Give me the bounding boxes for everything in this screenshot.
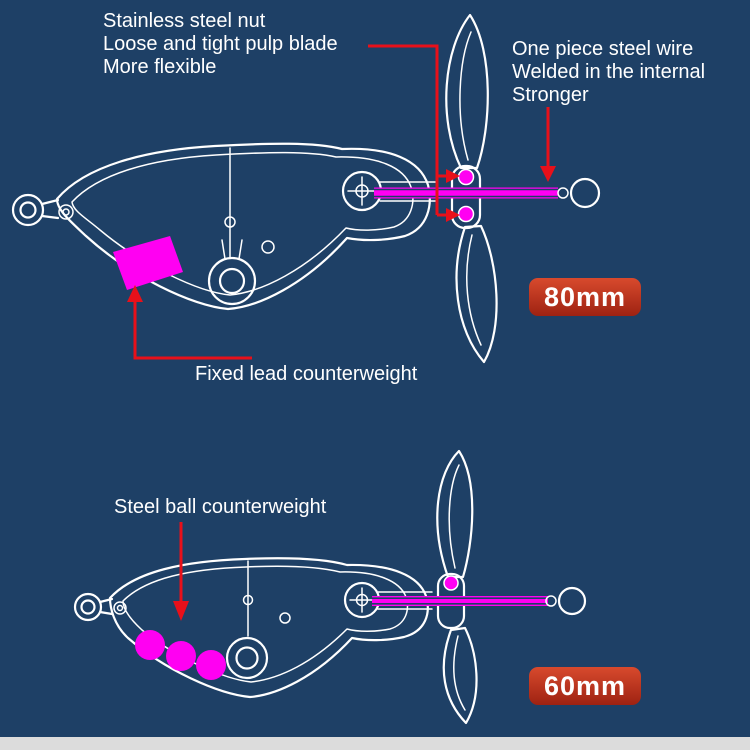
propeller-blade-bottom	[442, 626, 478, 725]
belly-hook-eyelet	[225, 636, 269, 680]
length-badge-80mm: 80mm	[529, 278, 641, 316]
top-tail-boss	[341, 170, 437, 212]
steel-ball-3	[196, 650, 226, 680]
top-nuts	[457, 168, 475, 223]
annotation-line: Loose and tight pulp blade	[103, 33, 338, 55]
annotation-line: More flexible	[103, 56, 217, 78]
propeller-blade-bottom	[455, 224, 498, 364]
bottom-nut	[443, 575, 459, 591]
bottom-diagram	[73, 449, 587, 725]
wire-annotation: One piece steel wire Welded in the inter…	[512, 38, 705, 107]
annotation-line: Stronger	[512, 84, 589, 106]
bottom-front-eyelet	[73, 592, 127, 622]
propeller-blade-top	[445, 13, 489, 170]
top-steel-wire	[374, 177, 601, 209]
belly-hook-eyelet	[207, 239, 257, 306]
callout-bracket-nuts	[368, 44, 460, 222]
steel-ball-label: Steel ball counterweight	[114, 496, 327, 518]
annotation-line: One piece steel wire	[512, 38, 694, 60]
bottom-wire-eyelet	[557, 586, 587, 616]
callout-arrow-wire	[540, 107, 556, 182]
nut-top	[458, 169, 474, 185]
annotation-line: Welded in the internal	[512, 61, 706, 83]
propeller-blade-top	[436, 449, 474, 579]
steel-ball-1	[135, 630, 165, 660]
steel-balls	[135, 630, 226, 680]
callout-arrow-balls	[173, 522, 189, 621]
length-badge-60mm: 60mm	[529, 667, 641, 705]
steel-ball-2	[166, 641, 196, 671]
lead-counterweight	[113, 236, 183, 290]
top-wire-eyelet	[569, 177, 601, 209]
nut-bottom	[458, 206, 474, 222]
annotation-line: Stainless steel nut	[103, 10, 266, 32]
top-diagram	[11, 13, 601, 364]
bottom-lure-body	[108, 557, 429, 699]
bottom-steel-wire	[372, 586, 587, 616]
callout-arrow-lead	[127, 285, 252, 360]
lead-counterweight-label: Fixed lead counterweight	[195, 363, 418, 385]
top-front-eyelet	[11, 193, 74, 227]
bottom-strip	[0, 737, 750, 750]
top-lure-body	[55, 142, 431, 311]
blade-annotation: Stainless steel nut Loose and tight pulp…	[103, 10, 338, 79]
